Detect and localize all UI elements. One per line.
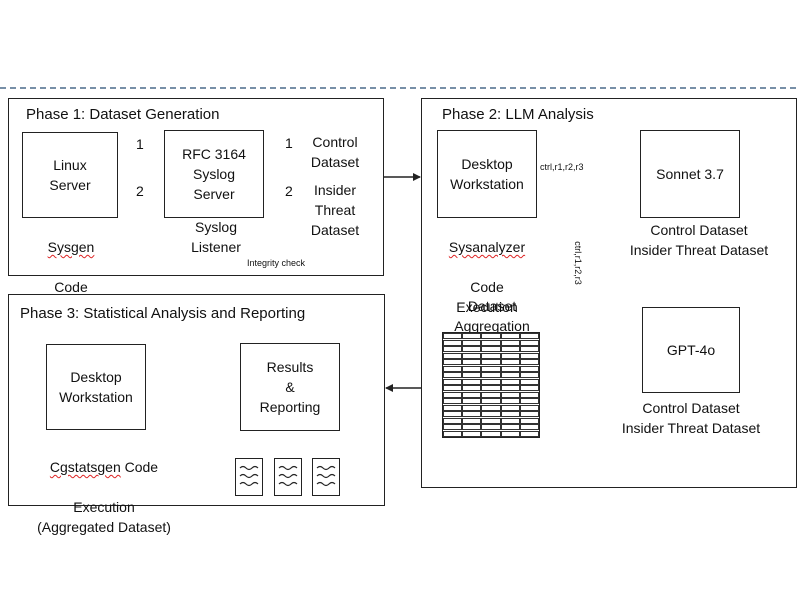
arrow-2-label: 2 xyxy=(136,183,144,199)
sonnet-box: Sonnet 3.7 xyxy=(640,130,740,218)
results-box: Results & Reporting xyxy=(240,343,340,431)
phase2-title: Phase 2: LLM Analysis xyxy=(442,106,594,123)
integrity-check-label: Integrity check xyxy=(247,258,306,268)
sysanalyzer-caption: Sysanalyzer Code Execution xyxy=(437,217,537,317)
phase3-desktop-box: Desktop Workstation xyxy=(46,344,146,430)
report-document-icon xyxy=(235,458,263,496)
phase3-desktop-label: Desktop Workstation xyxy=(59,369,133,405)
out-1-label: 1 xyxy=(285,135,293,151)
cgstatsgen-name: Cgstatsgen xyxy=(49,459,121,475)
syslog-server-label: RFC 3164 Syslog Server xyxy=(182,146,246,202)
results-label: Results & Reporting xyxy=(259,359,321,415)
cgstatsgen-rest2: Execution (Aggregated Dataset) xyxy=(37,499,171,535)
report-document-icon xyxy=(274,458,302,496)
linux-server-box: Linux Server xyxy=(22,132,118,218)
cgstatsgen-caption: Cgstatsgen Code Execution (Aggregated Da… xyxy=(14,437,194,537)
report-document-icon xyxy=(312,458,340,496)
syslog-listener-label: Syslog Listener xyxy=(191,219,241,255)
gpt-label: GPT-4o xyxy=(666,342,716,358)
ctrl-label-vertical: ctrl,r1,r2,r3 xyxy=(572,241,583,285)
arrow-1-label: 1 xyxy=(136,136,144,152)
sysanalyzer-name: Sysanalyzer xyxy=(448,239,526,255)
control-dataset-label: Control Dataset xyxy=(310,134,360,170)
insider-dataset-label: Insider Threat Dataset xyxy=(310,182,360,238)
sonnet-datasets-label: Control Dataset Insider Threat Dataset xyxy=(629,222,769,258)
phase3-title: Phase 3: Statistical Analysis and Report… xyxy=(20,305,306,322)
cgstatsgen-rest: Code xyxy=(120,459,159,475)
phase1-title: Phase 1: Dataset Generation xyxy=(26,106,220,123)
syslog-server-box: RFC 3164 Syslog Server xyxy=(164,130,264,218)
sysgen-name: Sysgen xyxy=(47,239,95,255)
gpt-box: GPT-4o xyxy=(642,307,740,393)
phase2-desktop-box: Desktop Workstation xyxy=(437,130,537,218)
linux-server-label: Linux Server xyxy=(49,157,91,193)
gpt-datasets-label: Control Dataset Insider Threat Dataset xyxy=(621,400,761,436)
aggregation-table-icon xyxy=(442,332,540,438)
sysanalyzer-rest: Code Execution xyxy=(456,279,518,315)
out-2-label: 2 xyxy=(285,183,293,199)
sonnet-label: Sonnet 3.7 xyxy=(656,166,724,182)
ctrl-label-horizontal: ctrl,r1,r2,r3 xyxy=(540,162,584,172)
phase2-desktop-label: Desktop Workstation xyxy=(450,156,524,192)
aggregation-label: Dataset Aggregation xyxy=(454,298,530,334)
